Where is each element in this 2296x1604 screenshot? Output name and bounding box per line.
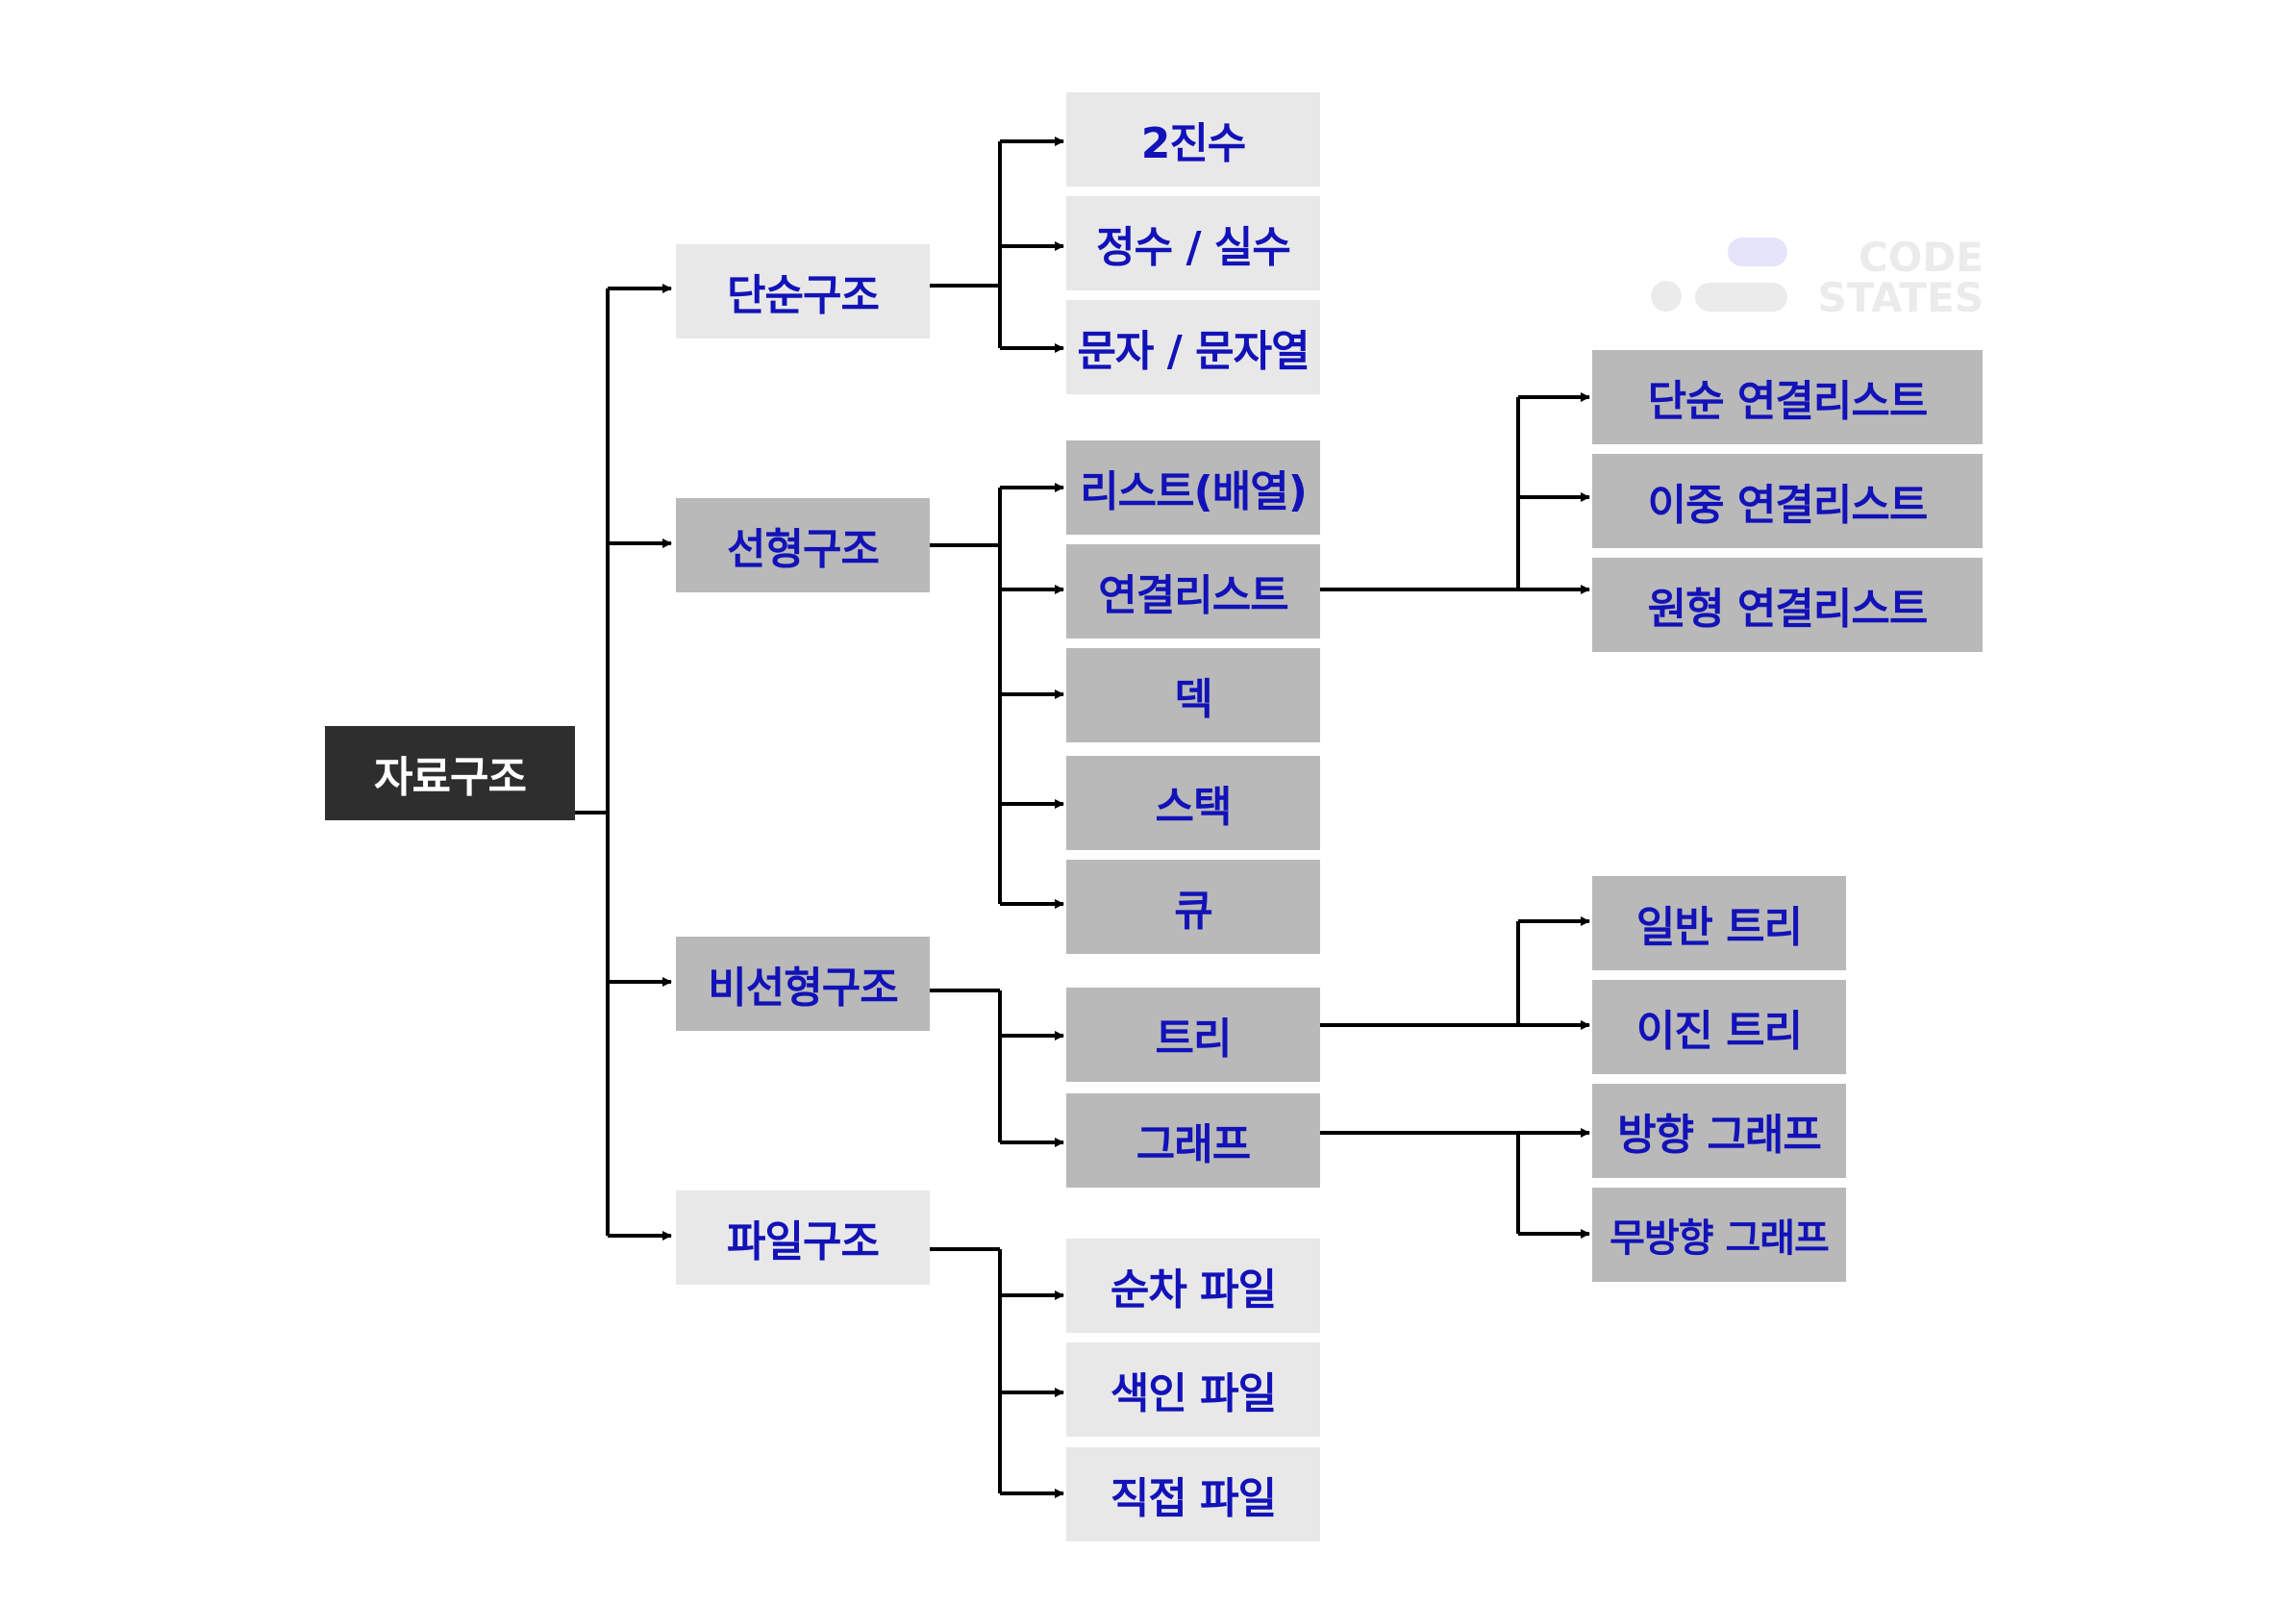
node-label: 리스트(배열) — [1080, 467, 1308, 516]
node-nonlinear-structure: 비선형구조 — [676, 937, 930, 1031]
node-label: 자료구조 — [374, 753, 527, 802]
node-integer-real: 정수 / 실수 — [1066, 196, 1320, 290]
node-file-structure: 파일구조 — [676, 1190, 930, 1285]
node-label: 큐 — [1174, 887, 1212, 936]
node-directed-graph: 방향 그래프 — [1592, 1084, 1846, 1178]
node-simple-structure: 단순구조 — [676, 244, 930, 338]
node-label: 트리 — [1155, 1015, 1233, 1064]
node-graph: 그래프 — [1066, 1093, 1320, 1188]
node-label: 비선형구조 — [708, 964, 898, 1013]
node-data-structure: 자료구조 — [325, 726, 575, 820]
node-binary: 2진수 — [1066, 92, 1320, 187]
logo-line-2: STATES — [1818, 274, 1984, 321]
node-sequential-file: 순차 파일 — [1066, 1239, 1320, 1333]
node-label: 방향 그래프 — [1617, 1111, 1822, 1160]
node-label: 단순 연결리스트 — [1647, 377, 1929, 426]
node-label: 무방향 그래프 — [1610, 1216, 1830, 1261]
node-array-list: 리스트(배열) — [1066, 440, 1320, 535]
node-direct-file: 직접 파일 — [1066, 1447, 1320, 1541]
node-label: 이진 트리 — [1635, 1007, 1803, 1056]
node-label: 그래프 — [1136, 1120, 1251, 1169]
node-label: 색인 파일 — [1110, 1369, 1277, 1418]
node-queue: 큐 — [1066, 860, 1320, 954]
logo-line-1: CODE — [1859, 234, 1984, 281]
node-label: 2진수 — [1140, 119, 1247, 168]
node-label: 문자 / 문자열 — [1077, 327, 1310, 376]
node-doubly-linked-list: 이중 연결리스트 — [1592, 454, 1983, 548]
node-label: 연결리스트 — [1098, 571, 1288, 620]
node-general-tree: 일반 트리 — [1592, 876, 1846, 970]
node-label: 스택 — [1155, 783, 1233, 832]
node-singly-linked-list: 단순 연결리스트 — [1592, 350, 1983, 444]
node-label: 정수 / 실수 — [1096, 223, 1291, 272]
node-circular-linked-list: 원형 연결리스트 — [1592, 558, 1983, 652]
node-label: 이중 연결리스트 — [1647, 481, 1929, 530]
node-undirected-graph: 무방향 그래프 — [1592, 1188, 1846, 1282]
node-linear-structure: 선형구조 — [676, 498, 930, 592]
node-label: 원형 연결리스트 — [1647, 585, 1929, 634]
node-stack: 스택 — [1066, 756, 1320, 850]
node-indexed-file: 색인 파일 — [1066, 1342, 1320, 1437]
node-label: 단순구조 — [727, 271, 880, 320]
node-deque: 덱 — [1066, 648, 1320, 742]
node-linked-list: 연결리스트 — [1066, 544, 1320, 639]
node-label: 직접 파일 — [1110, 1474, 1277, 1523]
node-label: 선형구조 — [727, 525, 880, 574]
node-label: 일반 트리 — [1635, 903, 1803, 952]
node-char-string: 문자 / 문자열 — [1066, 300, 1320, 394]
node-label: 덱 — [1174, 675, 1212, 724]
node-tree: 트리 — [1066, 988, 1320, 1082]
code-states-logo: CODE STATES — [1651, 234, 1984, 321]
node-label: 파일구조 — [727, 1217, 880, 1266]
node-label: 순차 파일 — [1110, 1266, 1277, 1315]
node-binary-tree: 이진 트리 — [1592, 980, 1846, 1074]
